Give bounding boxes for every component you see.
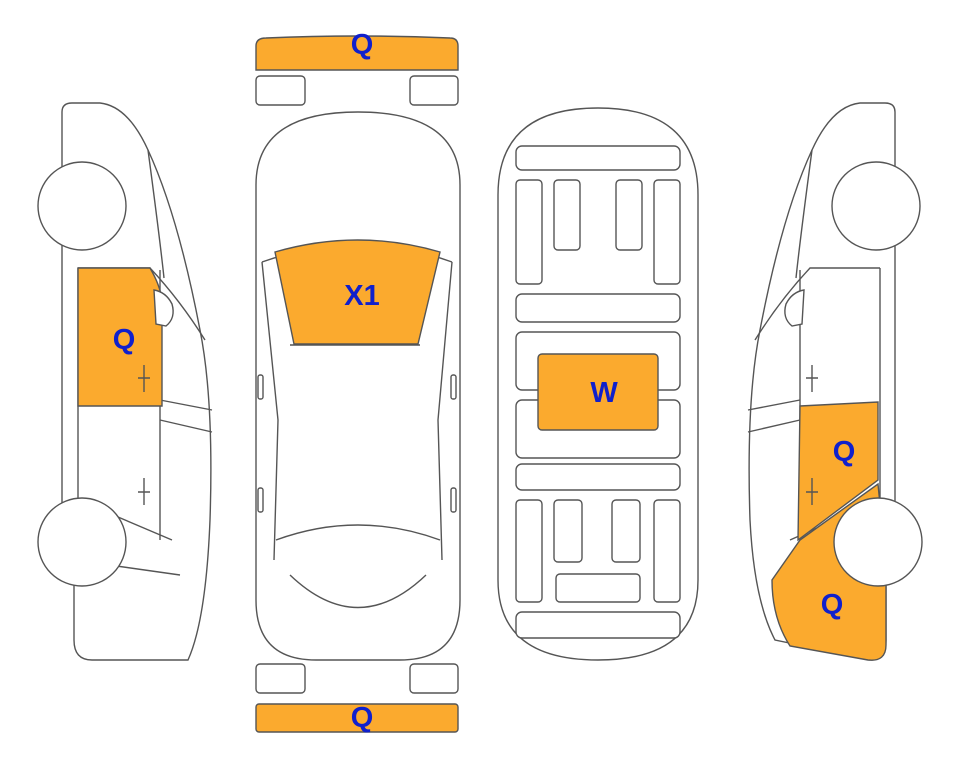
left-front-door-label: Q <box>113 324 136 356</box>
right-mirror-front <box>409 75 459 106</box>
car-top-view: Q X1 Q <box>255 29 461 734</box>
right-rear-quarter-label: Q <box>821 589 844 621</box>
right-rear-door-damage <box>797 401 879 542</box>
left-front-wheel <box>37 161 127 251</box>
rear-bumper-damage <box>255 703 459 733</box>
car-left-side-view: Q <box>37 102 213 661</box>
right-front-wheel <box>831 161 921 251</box>
car-interior-view: W <box>497 107 699 661</box>
front-bumper-label: Q <box>351 29 374 61</box>
roof-damage <box>537 353 659 431</box>
left-mirror-rear <box>255 663 306 694</box>
car-right-side-view: Q Q <box>747 102 923 661</box>
front-bumper-damage <box>255 35 459 71</box>
windshield-damage <box>274 239 441 345</box>
right-rear-wheel <box>833 497 923 587</box>
windshield-label: X1 <box>344 280 379 312</box>
rear-bumper-label: Q <box>351 702 374 734</box>
roof-label: W <box>590 377 618 409</box>
right-mirror-rear <box>409 663 459 694</box>
right-rear-door-label: Q <box>833 436 856 468</box>
left-rear-wheel <box>37 497 127 587</box>
left-mirror-front <box>255 75 306 106</box>
left-front-door-damage <box>77 267 163 407</box>
